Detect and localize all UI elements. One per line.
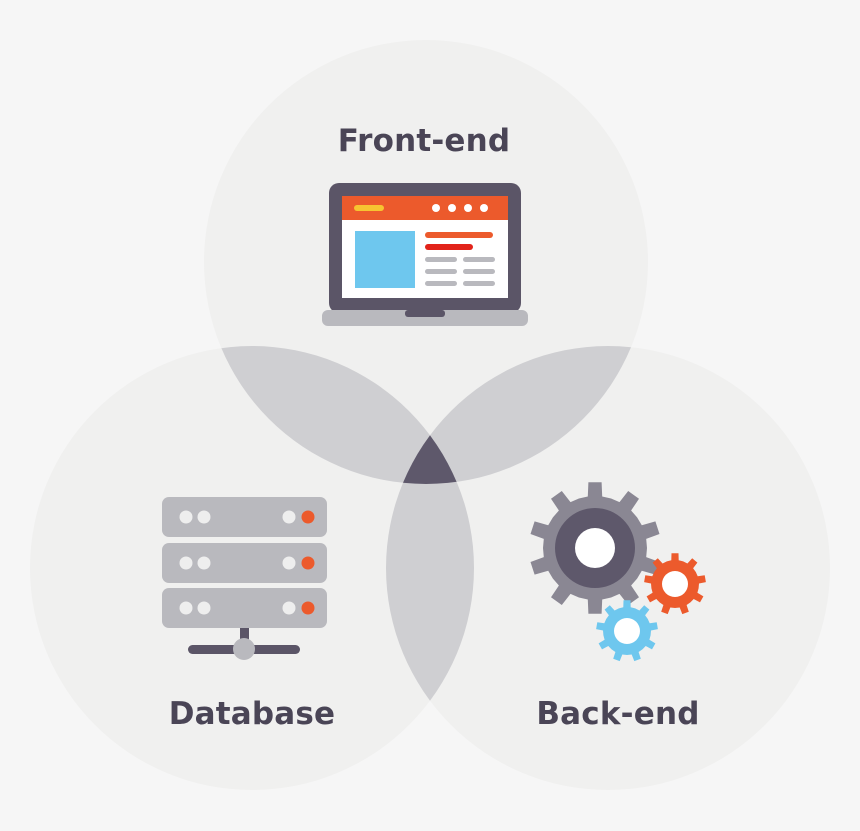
gear-large: [530, 482, 660, 614]
laptop-icon: [322, 183, 528, 326]
gear-orange: [644, 553, 706, 615]
server-unit: [162, 497, 327, 537]
gears-icon: [530, 482, 706, 662]
label-back-end: Back-end: [536, 696, 699, 732]
label-front-end: Front-end: [338, 123, 511, 159]
server-unit: [162, 588, 327, 628]
gearBig-hole: [575, 528, 615, 568]
overlap-front-back: [386, 346, 648, 484]
image-placeholder: [355, 231, 415, 288]
gear-blue: [596, 600, 658, 662]
overlap-front-database: [204, 346, 474, 484]
gearOrange-hole: [662, 571, 688, 597]
label-database: Database: [169, 696, 336, 732]
server-rack-icon: [162, 497, 327, 660]
gearBlue-hole: [614, 618, 640, 644]
server-unit: [162, 543, 327, 583]
